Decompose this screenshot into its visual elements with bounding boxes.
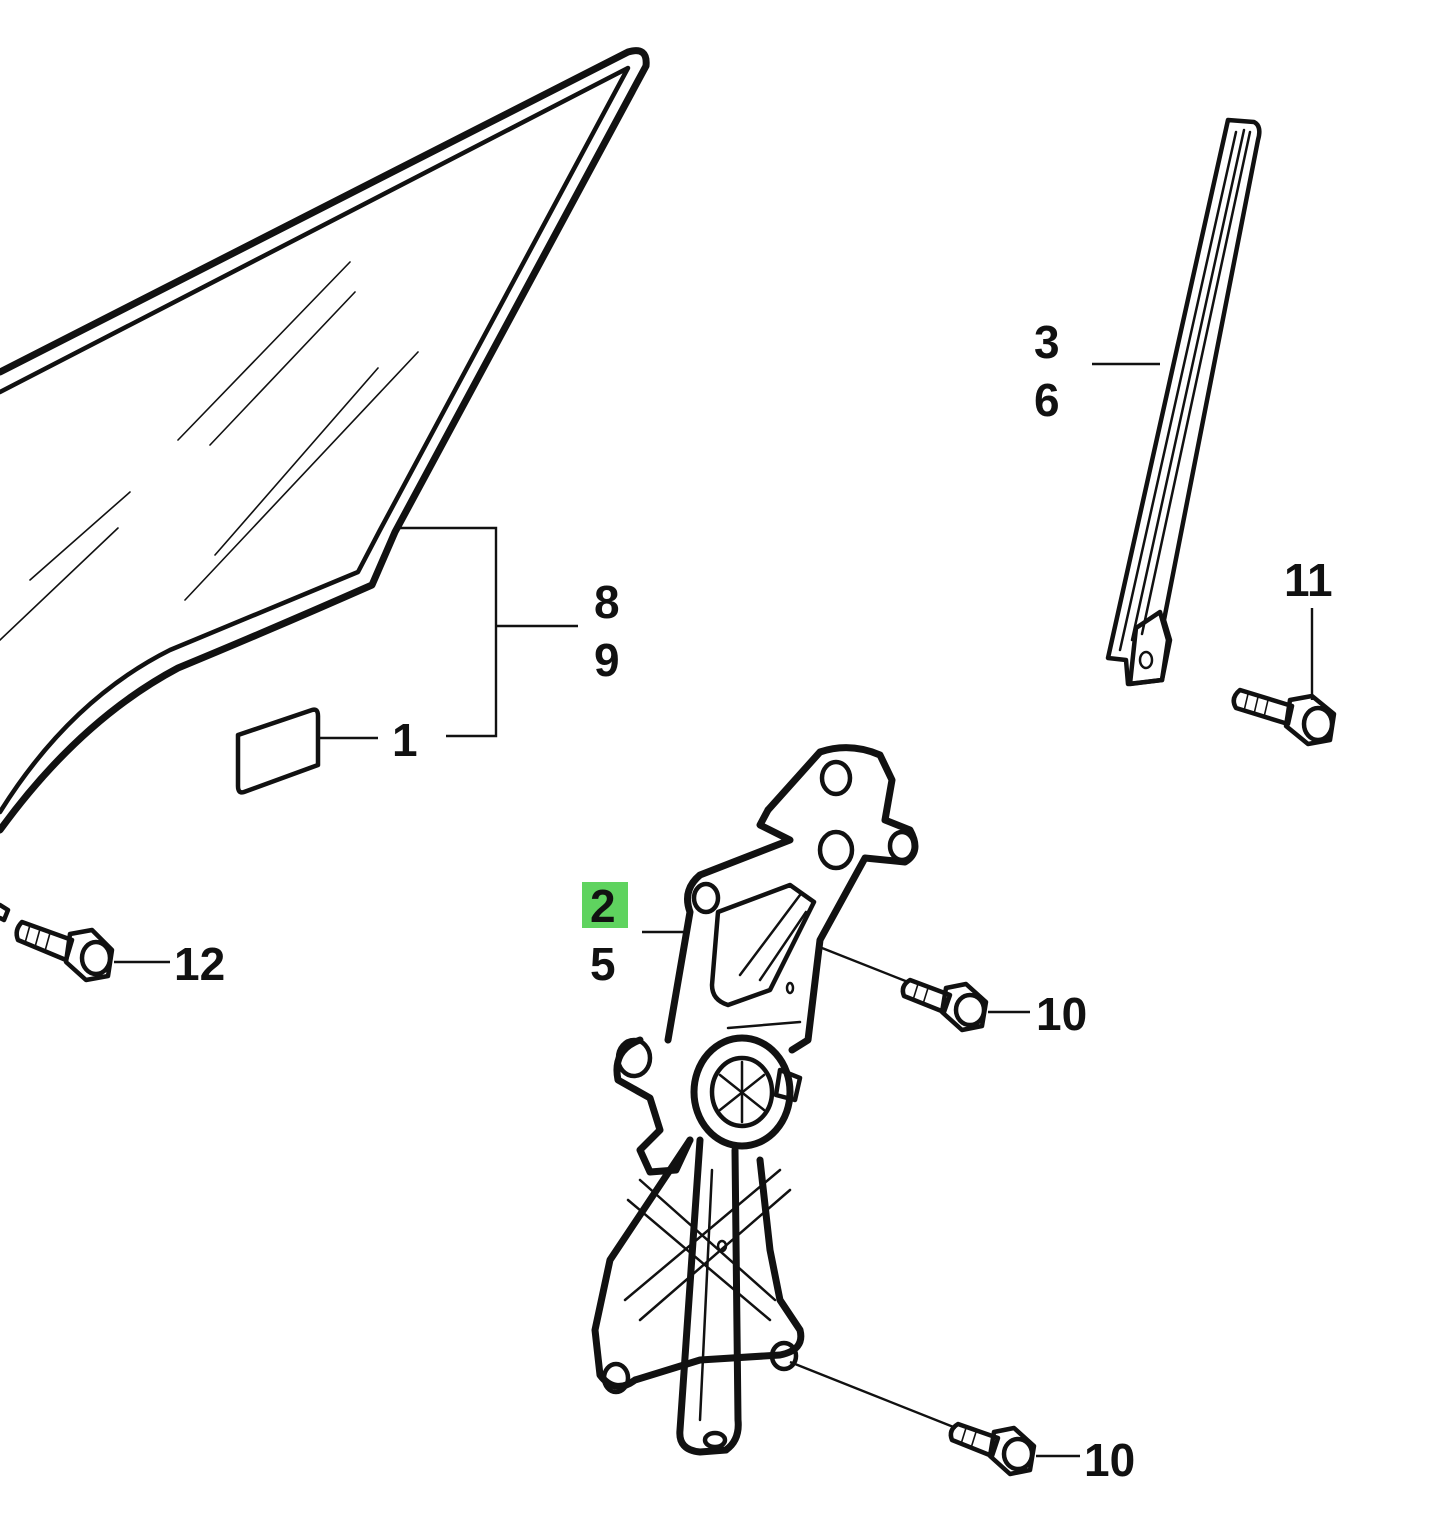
bolt-10-upper bbox=[900, 977, 989, 1033]
window-regulator bbox=[591, 744, 919, 1456]
bolt-11 bbox=[1231, 687, 1337, 747]
callout-1[interactable]: 1 bbox=[392, 714, 418, 766]
callout-12[interactable]: 12 bbox=[174, 938, 225, 990]
callout-9[interactable]: 9 bbox=[594, 634, 620, 686]
run-channel bbox=[1105, 117, 1262, 687]
bolt-10-lower bbox=[948, 1421, 1037, 1477]
callout-2[interactable]: 2 bbox=[590, 880, 616, 932]
door-glass bbox=[0, 47, 650, 834]
callout-10-upper[interactable]: 10 bbox=[1036, 988, 1087, 1040]
callout-highlight bbox=[582, 882, 628, 928]
bolt-12 bbox=[0, 902, 115, 983]
callout-11[interactable]: 11 bbox=[1284, 554, 1333, 606]
callout-10-lower[interactable]: 10 bbox=[1084, 1434, 1135, 1486]
spacer-pad bbox=[235, 707, 321, 795]
callout-5[interactable]: 5 bbox=[590, 938, 616, 990]
leader-lines bbox=[114, 362, 1314, 1458]
callout-6[interactable]: 6 bbox=[1034, 374, 1060, 426]
callout-3[interactable]: 3 bbox=[1034, 316, 1060, 368]
callout-8[interactable]: 8 bbox=[594, 576, 620, 628]
